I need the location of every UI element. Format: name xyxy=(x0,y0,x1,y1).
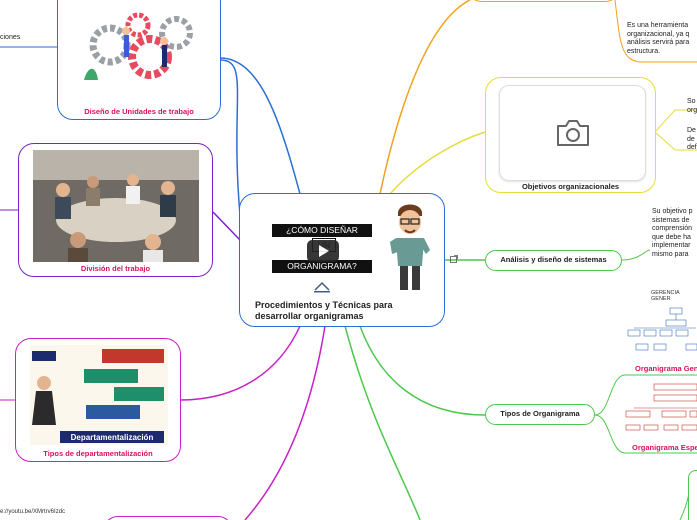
topic-org-general[interactable]: Organigrama General xyxy=(635,364,697,373)
leaf-line: De xyxy=(687,127,696,134)
infographic-title: Departamentalización xyxy=(71,433,154,442)
leaf-line: def xyxy=(687,144,697,151)
topic-label: División del trabajo xyxy=(80,264,151,273)
leaf-line: análisis servirá para xyxy=(627,39,690,46)
video-url[interactable]: e://youtu.be/XMrtrv6Izdc xyxy=(0,509,66,515)
topic-departamentalizacion[interactable]: Departamentalización Tipos de departamen… xyxy=(15,338,181,462)
leaf-de: De de def xyxy=(687,127,697,153)
gears-illustration xyxy=(84,12,193,80)
gerencia-label: GERENCIA GENER xyxy=(651,290,680,302)
leaf-line: que debe ha xyxy=(652,233,691,241)
leaf-line: sistemas de xyxy=(652,216,690,224)
topic-division-trabajo[interactable]: División del trabajo xyxy=(18,143,213,277)
leaf-line: comprensión xyxy=(652,225,693,232)
play-icon[interactable] xyxy=(307,240,339,262)
leaf-line: So xyxy=(687,98,696,105)
leaf-line: implementar xyxy=(652,242,691,249)
leaf-sistemas: Su objetivo p sistemas de comprensión qu… xyxy=(652,208,692,259)
leaf-line: mismo para xyxy=(652,250,689,258)
presenter-illustration xyxy=(390,204,430,290)
central-node[interactable]: ¿CÓMO DISEÑAR UN ORGANIGRAMA? Procedimie… xyxy=(239,193,445,327)
leaf-herramienta: Es una herramienta organizacional, ya q … xyxy=(627,22,689,56)
leaf-line: Su objetivo p xyxy=(652,208,693,215)
leaf-funciones: ciones xyxy=(0,34,21,41)
departamentalizacion-infographic: Departamentalización xyxy=(30,345,168,445)
topic-top-partial[interactable] xyxy=(466,0,621,2)
org-chart-especifico-image xyxy=(625,383,697,431)
topic-tipos-organigrama[interactable]: Tipos de Organigrama xyxy=(485,404,595,425)
central-title: Procedimientos y Técnicas para desarroll… xyxy=(255,300,393,321)
topic-analisis-sistemas[interactable]: Análisis y diseño de sistemas xyxy=(485,250,622,271)
org-chart-general-image xyxy=(627,307,697,351)
leaf-line: de xyxy=(687,135,695,143)
team-photo xyxy=(33,150,199,262)
topic-bottom-partial[interactable] xyxy=(103,516,233,520)
topic-label: Objetivos organizacionales xyxy=(521,182,620,191)
topic-org-especifico[interactable]: Organigrama Específico xyxy=(632,443,697,452)
leaf-line: Es una herramienta xyxy=(627,22,689,29)
leaf-line: organizacional, ya q xyxy=(627,30,690,38)
topic-bottom-right-partial[interactable] xyxy=(688,470,697,520)
topic-objetivos[interactable]: Objetivos organizacionales xyxy=(485,77,656,193)
video-thumbnail[interactable]: ¿CÓMO DISEÑAR UN ORGANIGRAMA? xyxy=(272,224,372,276)
leaf-line: org xyxy=(687,106,697,114)
thumb-line-1: ¿CÓMO DISEÑAR xyxy=(272,224,372,237)
image-placeholder xyxy=(499,85,646,181)
logo-icon xyxy=(314,281,330,293)
camera-icon xyxy=(557,120,589,146)
topic-label: Diseño de Unidades de trabajo xyxy=(84,107,194,116)
external-link-icon[interactable] xyxy=(450,255,458,263)
thumb-line-3: ORGANIGRAMA? xyxy=(272,260,372,273)
leaf-so: So org xyxy=(687,98,697,115)
topic-label: Tipos de departamentalización xyxy=(43,449,153,458)
topic-diseno-unidades[interactable]: Diseño de Unidades de trabajo xyxy=(57,0,221,120)
leaf-line: estructura. xyxy=(627,47,661,55)
